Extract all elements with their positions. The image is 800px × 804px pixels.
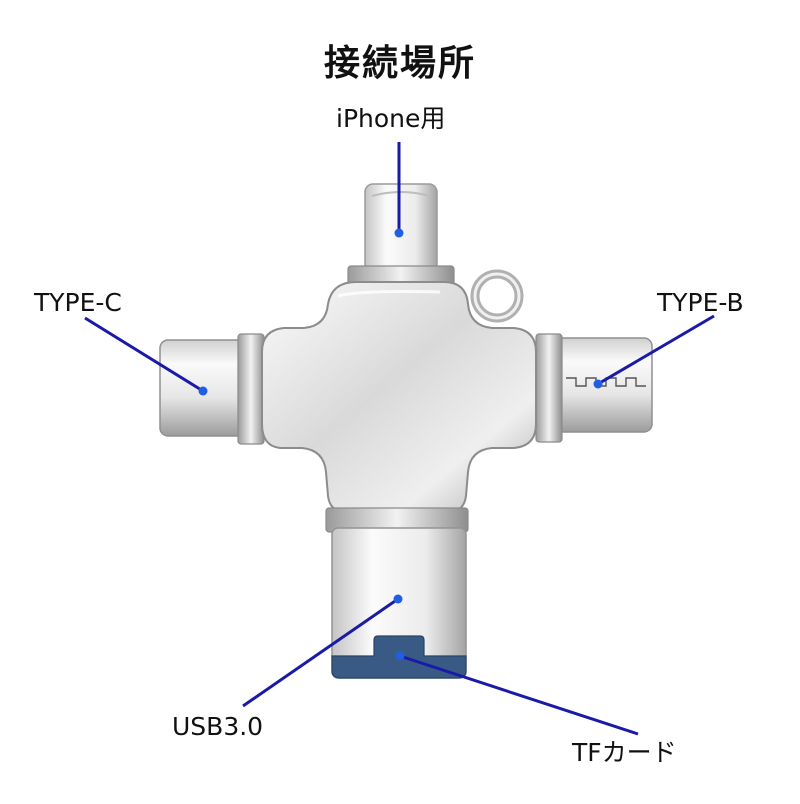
lightning-plug [365,184,437,272]
type-c-collar [238,334,264,444]
diagram-title: 接続場所 [0,34,800,86]
usb-label: USB3.0 [172,712,263,742]
usb-pointer-dot [394,595,403,604]
tf-card-pointer-dot [396,652,405,661]
iphone-pointer-dot [395,229,404,238]
tf-card-label: TFカード [572,738,677,768]
micro-usb-collar [536,334,562,442]
type-c-label: TYPE-C [34,288,122,318]
tf-card-pointer-line [400,656,638,734]
type-b-label: TYPE-B [657,288,744,318]
iphone-label: iPhone用 [336,104,445,134]
type-c-pointer-dot [199,387,208,396]
type-b-pointer-dot [594,380,603,389]
